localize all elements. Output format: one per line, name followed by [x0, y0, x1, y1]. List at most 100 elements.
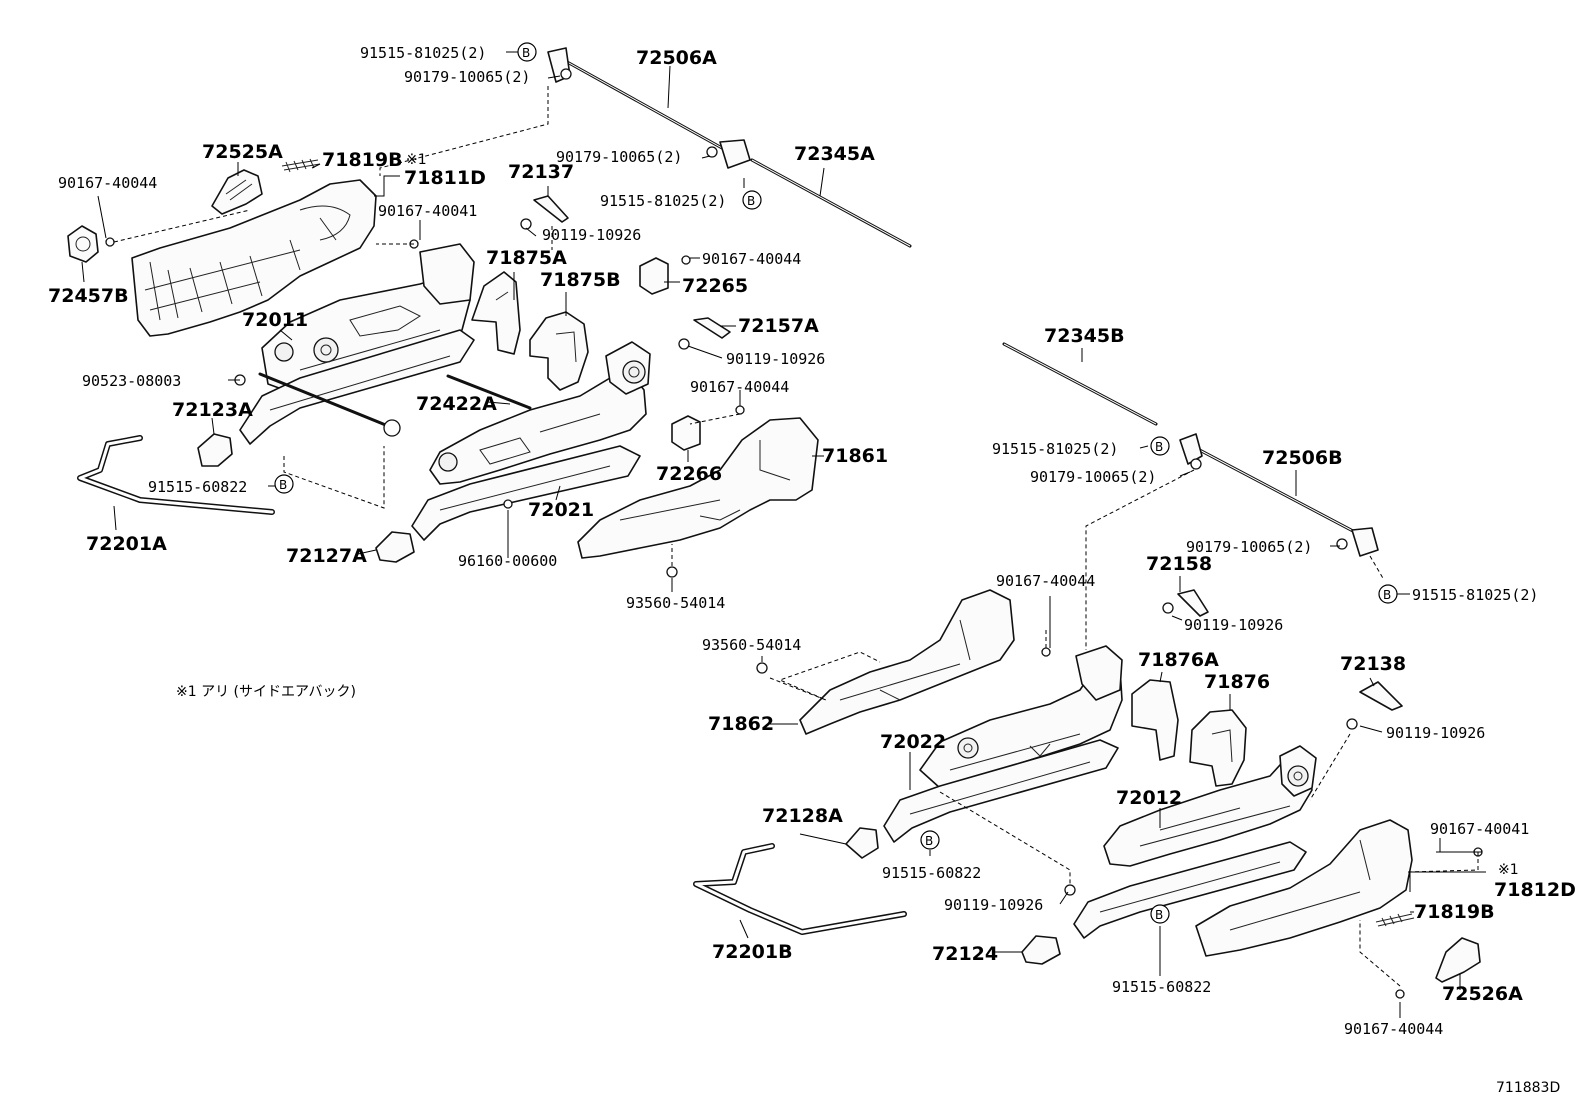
label-72201A: 72201A [86, 533, 167, 555]
label-71876: 71876 [1204, 671, 1270, 693]
svg-text:B: B [925, 834, 933, 848]
label-90179-10065: 90179-10065(2) [556, 148, 682, 166]
bolt-icon [678, 338, 690, 350]
rail-72022[interactable] [883, 739, 1119, 843]
label-71811D: 71811D [404, 167, 486, 189]
spring-71819B[interactable] [1375, 913, 1415, 927]
label-72422A: 72422A [416, 393, 497, 415]
label-72022: 72022 [880, 731, 946, 753]
label-90167-40044: 90167-40044 [996, 572, 1095, 590]
svg-text:B: B [1155, 440, 1163, 454]
lever-72138[interactable] [1359, 681, 1403, 711]
rail-72011[interactable] [239, 329, 475, 445]
label-90119-10926: 90119-10926 [1386, 724, 1485, 742]
bolt-icon [383, 419, 401, 437]
label-72506B: 72506B [1262, 447, 1343, 469]
bracket-72266[interactable] [671, 415, 701, 451]
cover-71875B[interactable] [529, 311, 589, 391]
label-72011: 72011 [242, 309, 308, 331]
bolt-icon [1346, 718, 1358, 730]
label-90119-10926: 90119-10926 [1184, 616, 1283, 634]
label-72345B: 72345B [1044, 325, 1125, 347]
label-star1: ※1 [406, 152, 427, 168]
part-72457B[interactable] [67, 225, 99, 263]
label-72123A: 72123A [172, 399, 253, 421]
bolt-icon [666, 566, 678, 578]
label-90179-10065: 90179-10065(2) [404, 68, 530, 86]
lever-72137[interactable] [533, 195, 569, 223]
label-96160-00600: 96160-00600 [458, 552, 557, 570]
shield-71862[interactable] [799, 589, 1015, 735]
cover-71875A[interactable] [471, 271, 521, 355]
cover-72128A[interactable] [845, 827, 879, 859]
bolt-icon [756, 662, 768, 674]
clip-icon [503, 499, 513, 509]
track-72012[interactable] [1103, 745, 1317, 867]
label-72128A: 72128A [762, 805, 843, 827]
label-72137: 72137 [508, 161, 574, 183]
rod-72506B[interactable] [1179, 433, 1379, 557]
cover-72124[interactable] [1021, 935, 1061, 965]
label-90167-40041: 90167-40041 [1430, 820, 1529, 838]
label-90119-10926: 90119-10926 [726, 350, 825, 368]
label-star1: ※1 [1498, 862, 1519, 878]
b-marker-icon: B [920, 830, 940, 850]
label-72158: 72158 [1146, 553, 1212, 575]
bolt-icon [735, 405, 745, 415]
label-71812D: 71812D [1494, 879, 1576, 901]
rail-72021[interactable] [411, 445, 641, 541]
track-72011[interactable] [261, 243, 475, 393]
b-marker-icon: B [1150, 436, 1170, 456]
label-72265: 72265 [682, 275, 748, 297]
bolt-icon [1162, 602, 1174, 614]
bolt-icon [706, 146, 718, 158]
wire-72201B[interactable] [693, 843, 907, 935]
shield-71861[interactable] [577, 417, 819, 559]
label-72526A: 72526A [1442, 983, 1523, 1005]
label-91515-81025: 91515-81025(2) [360, 44, 486, 62]
cover-72127A[interactable] [375, 531, 415, 563]
rod-72422A[interactable] [258, 372, 532, 432]
label-72201B: 72201B [712, 941, 793, 963]
shield-71811D[interactable] [131, 179, 377, 337]
svg-text:B: B [1383, 588, 1391, 602]
track-72021[interactable] [429, 341, 651, 485]
label-90167-40044: 90167-40044 [690, 378, 789, 396]
label-90523-08003: 90523-08003 [82, 372, 181, 390]
label-72506A: 72506A [636, 47, 717, 69]
bolt-icon [105, 237, 115, 247]
cover-71876A[interactable] [1131, 679, 1179, 761]
cover-72123A[interactable] [197, 433, 233, 467]
wire-72201A[interactable] [77, 435, 275, 515]
label-72127A: 72127A [286, 545, 367, 567]
label-91515-81025: 91515-81025(2) [1412, 586, 1538, 604]
lever-72158[interactable] [1177, 589, 1209, 617]
b-marker-icon: B [517, 42, 537, 62]
label-72157A: 72157A [738, 315, 819, 337]
label-90167-40044: 90167-40044 [702, 250, 801, 268]
bracket-72265[interactable] [639, 257, 669, 295]
shield-71812D[interactable] [1195, 819, 1413, 957]
label-90119-10926: 90119-10926 [944, 896, 1043, 914]
label-91515-81025: 91515-81025(2) [600, 192, 726, 210]
label-72345A: 72345A [794, 143, 875, 165]
cover-71876[interactable] [1189, 709, 1247, 787]
bolt-icon [1190, 458, 1202, 470]
track-72022[interactable] [919, 645, 1123, 789]
part-72526A[interactable] [1435, 937, 1481, 983]
label-72138: 72138 [1340, 653, 1406, 675]
lever-72157A[interactable] [693, 317, 731, 339]
label-72266: 72266 [656, 463, 722, 485]
b-marker-icon: B [274, 474, 294, 494]
label-72457B: 72457B [48, 285, 129, 307]
label-90179-10065: 90179-10065(2) [1030, 468, 1156, 486]
rod-72345B[interactable] [1002, 342, 1158, 426]
rod-72345A[interactable] [750, 158, 912, 248]
spring-71819B[interactable] [281, 158, 321, 173]
label-93560-54014: 93560-54014 [626, 594, 725, 612]
bolt-icon [1336, 538, 1348, 550]
label-71819B: 71819B [1414, 901, 1495, 923]
part-72525A[interactable] [211, 169, 263, 215]
rail-72012[interactable] [1073, 841, 1307, 939]
